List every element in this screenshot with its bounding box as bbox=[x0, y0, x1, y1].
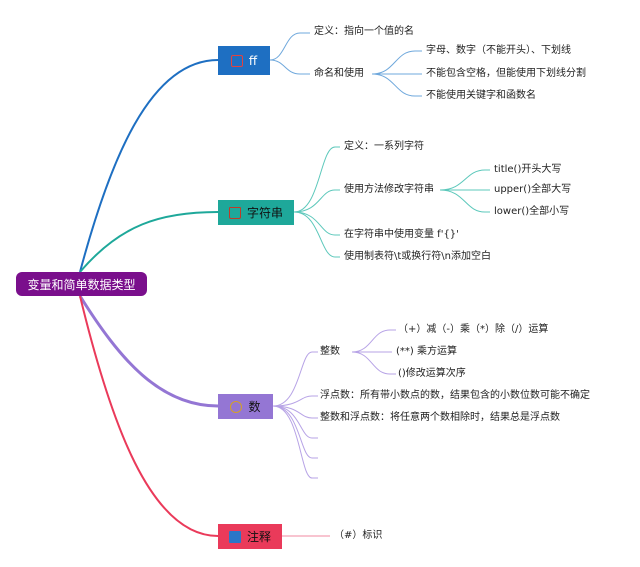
number-float: 浮点数：所有带小数点的数，结果包含的小数位数可能不确定 bbox=[320, 390, 590, 401]
link-methods-title bbox=[439, 169, 490, 191]
method-title: title()开头大写 bbox=[494, 164, 562, 175]
link-root-number bbox=[78, 295, 219, 408]
link-number-empty1 bbox=[272, 405, 318, 439]
integer-ops: （+）减（-）乘（*）除（/）运算 bbox=[398, 324, 549, 335]
link-number-empty3 bbox=[272, 405, 318, 479]
link-ff-definition bbox=[269, 32, 310, 61]
root-label: 变量和简单数据类型 bbox=[27, 277, 136, 292]
link-ff-naming bbox=[269, 59, 310, 75]
link-int-ops bbox=[351, 329, 396, 353]
number-integer: 整数 bbox=[320, 346, 340, 357]
method-lower: lower()全部小写 bbox=[494, 206, 570, 217]
branch-variable-label: ff bbox=[248, 53, 258, 68]
link-string-def bbox=[293, 146, 340, 213]
lock-icon bbox=[230, 54, 243, 67]
link-number-int bbox=[272, 351, 318, 407]
branch-string-node[interactable]: 字符串 bbox=[218, 200, 294, 225]
link-root-comment bbox=[79, 295, 219, 537]
number-mixed: 整数和浮点数：将任意两个数相除时，结果总是浮点数 bbox=[320, 412, 560, 423]
link-root-ff bbox=[79, 59, 219, 273]
naming-rule-1: 字母、数字（不能开头）、下划线 bbox=[426, 45, 571, 56]
branch-number-label: 数 bbox=[248, 400, 261, 414]
link-string-methods bbox=[293, 189, 340, 213]
variable-definition: 定义：指向一个值的名 bbox=[314, 26, 414, 37]
branch-variable-node[interactable]: ff bbox=[218, 46, 270, 75]
branch-comment-node[interactable]: 注释 bbox=[218, 524, 282, 549]
link-string-ws bbox=[293, 211, 340, 258]
branch-number-node[interactable]: 数 bbox=[218, 394, 273, 419]
link-naming-r3 bbox=[371, 73, 422, 97]
string-definition: 定义：一系列字符 bbox=[344, 141, 424, 152]
home-icon bbox=[228, 206, 241, 219]
link-naming-r1 bbox=[371, 50, 422, 75]
badge-icon bbox=[230, 400, 243, 413]
branch-comment-label: 注释 bbox=[246, 530, 271, 544]
variable-naming: 命名和使用 bbox=[314, 68, 364, 79]
string-whitespace: 使用制表符\t或换行符\n添加空白 bbox=[344, 251, 491, 262]
naming-rule-2: 不能包含空格，但能使用下划线分割 bbox=[426, 68, 586, 79]
integer-power: (**) 乘方运算 bbox=[396, 346, 457, 357]
tag-icon bbox=[228, 530, 241, 543]
string-methods: 使用方法修改字符串 bbox=[344, 184, 434, 195]
link-int-paren bbox=[351, 351, 396, 375]
root-node[interactable]: 变量和简单数据类型 bbox=[16, 272, 147, 296]
link-root-string bbox=[79, 211, 219, 273]
method-upper: upper()全部大写 bbox=[494, 184, 572, 195]
naming-rule-3: 不能使用关键字和函数名 bbox=[426, 90, 536, 101]
branch-string-label: 字符串 bbox=[246, 206, 283, 220]
comment-item: （#）标识 bbox=[334, 530, 383, 541]
integer-parens: ()修改运算次序 bbox=[398, 368, 466, 379]
link-number-float bbox=[272, 395, 318, 407]
link-methods-lower bbox=[439, 189, 490, 213]
string-fstring: 在字符串中使用变量 f'{}' bbox=[344, 229, 459, 240]
